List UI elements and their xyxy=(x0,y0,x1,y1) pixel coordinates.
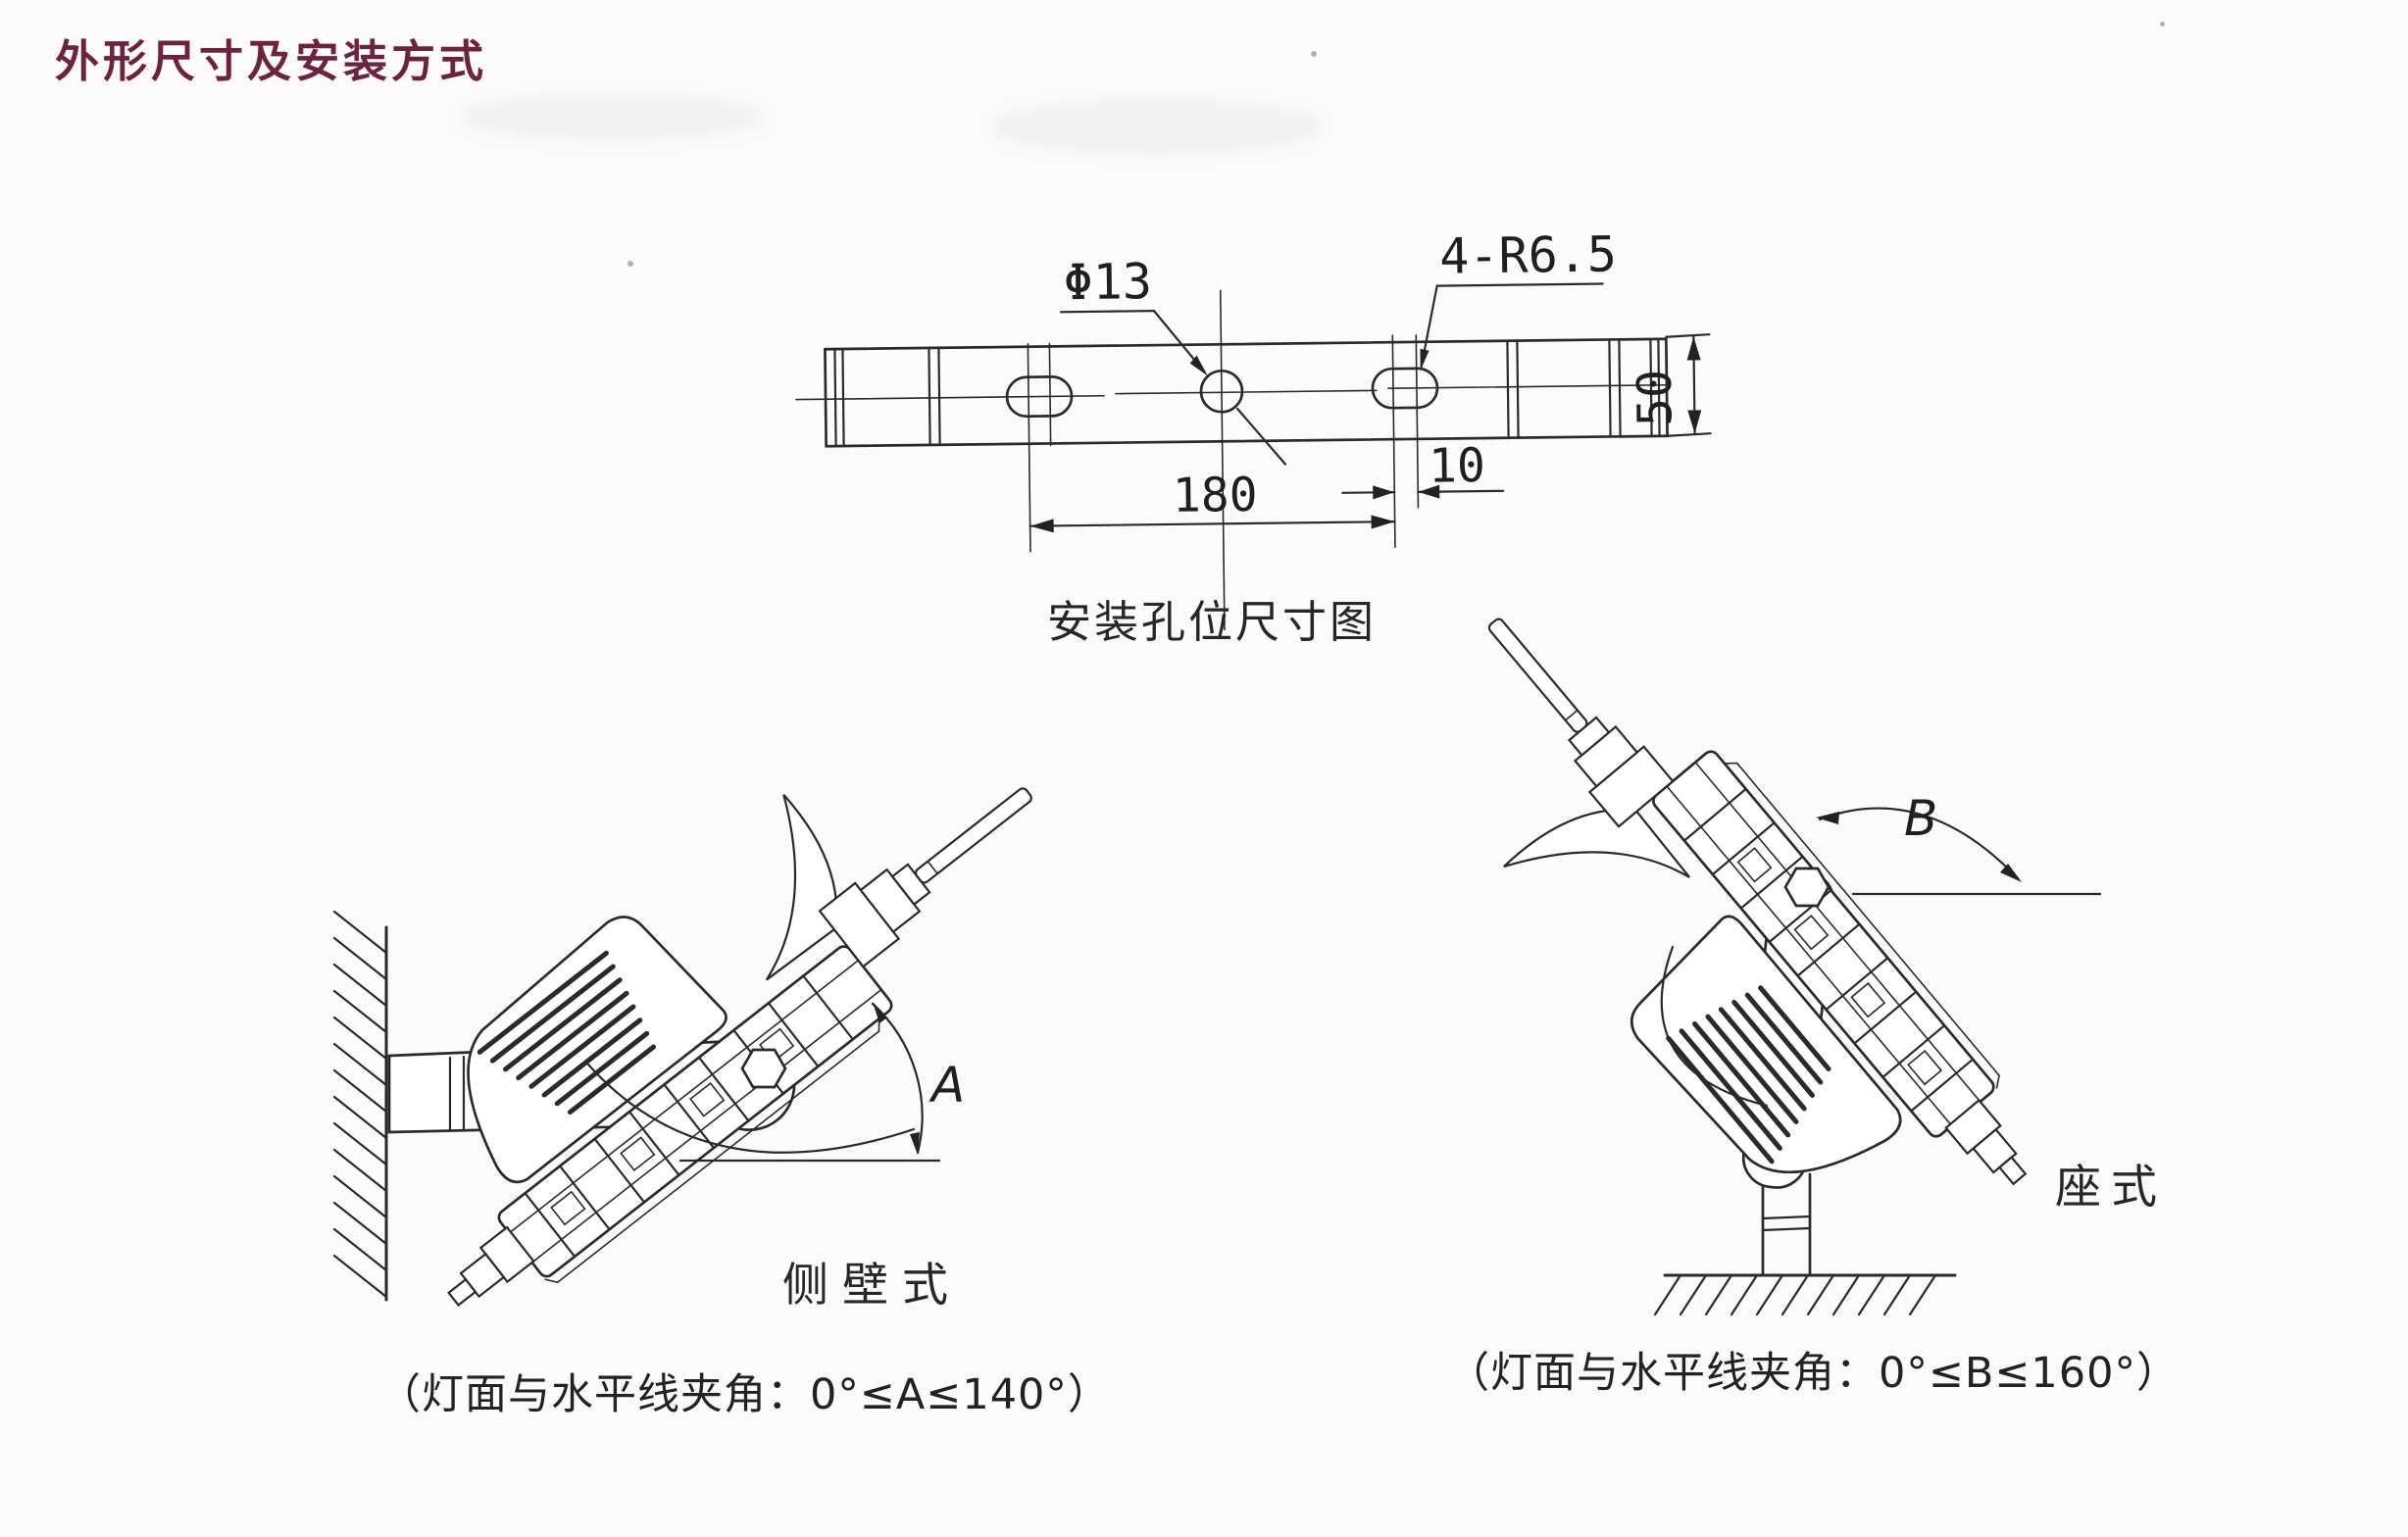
dim-slot-radius-label: 4-R6.5 xyxy=(1439,225,1617,284)
left-slot-hole xyxy=(1005,375,1074,419)
ground-hatching xyxy=(1653,1273,1937,1316)
dim-center-hole-label: Φ13 xyxy=(1063,253,1152,311)
bracket-bar xyxy=(824,337,1669,448)
dimension-180: 180 xyxy=(1028,468,1396,533)
pedestal-mount-diagram: B xyxy=(1373,561,2102,1316)
wall-hatching xyxy=(332,910,388,1299)
hole-diagram-caption: 安装孔位尺寸图 xyxy=(1047,596,1378,648)
mount-pole xyxy=(1761,1172,1812,1277)
dimension-10: 10 xyxy=(1341,438,1505,500)
hex-bolt xyxy=(740,1048,787,1089)
wall-mount-caption: 侧壁式 xyxy=(782,1259,962,1313)
dim-10-label: 10 xyxy=(1429,438,1485,494)
angle-b-label: B xyxy=(1904,790,1937,847)
center-hole xyxy=(1199,369,1244,414)
dim-50-label: 50 xyxy=(1628,370,1683,426)
leader-center-hole: Φ13 xyxy=(1059,253,1287,466)
pedestal-mount-caption: 座式 xyxy=(2055,1161,2167,1215)
right-slot-hole xyxy=(1371,367,1439,410)
scan-speck xyxy=(1311,51,1317,57)
bracket-end-lines xyxy=(833,337,1661,448)
yoke-band xyxy=(586,1063,916,1154)
scan-smudge xyxy=(990,98,1324,155)
scan-speck xyxy=(627,261,633,267)
hex-bolt xyxy=(1783,867,1831,908)
wall-mount-diagram: A xyxy=(329,669,1087,1340)
angle-a-label: A xyxy=(928,1057,965,1114)
wall-mount-angle-note: （灯面与水平线夹角：0°≤A≤140°） xyxy=(378,1370,1111,1419)
dim-180-label: 180 xyxy=(1173,468,1258,523)
angle-a-annotation: A xyxy=(678,1002,965,1163)
dimension-50: 50 xyxy=(1628,333,1712,437)
scan-speck xyxy=(2160,22,2165,26)
scan-smudge xyxy=(461,93,765,140)
centerlines xyxy=(795,289,1668,631)
yoke-band xyxy=(1660,945,1769,1108)
leader-slot-radius: 4-R6.5 xyxy=(1420,225,1617,371)
page-title: 外形尺寸及安装方式 xyxy=(55,35,488,87)
pedestal-mount-angle-note: （灯面与水平线夹角：0°≤B≤160°） xyxy=(1447,1349,2180,1398)
mounting-hole-diagram: Φ13 4-R6.5 180 10 xyxy=(795,225,1712,631)
angle-b-annotation: B xyxy=(1816,790,2102,896)
